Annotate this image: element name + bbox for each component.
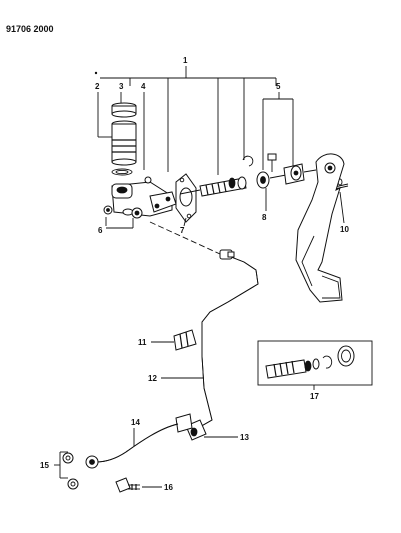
callout-15: 15 [40,461,49,470]
master-cylinder-body [111,176,177,217]
callout-14: 14 [131,418,140,427]
piston-assembly [179,176,247,197]
reservoir-seal-ring [111,168,133,176]
callout-8: 8 [262,213,267,222]
hose-bracket-clip [175,413,207,441]
banjo-bolt [115,477,140,493]
reservoir-body [111,120,137,166]
repair-kit-box [257,340,373,386]
pipe-clip [173,329,197,351]
gasket [175,173,197,223]
callout-15-bracket [54,451,68,479]
connection-dashed-line [149,221,221,255]
diagram-id: 91706 2000 [6,24,54,34]
callout-1: 1 [183,56,188,65]
leader-10 [339,191,345,224]
clutch-hose [85,423,179,469]
bleeder-screw [103,205,113,215]
reservoir-cap [111,102,137,118]
clevis-pin [267,153,277,172]
stray-mark [94,71,98,75]
callout-6-leader [105,217,134,229]
callout-5-bracket [262,92,294,170]
callout-7: 7 [180,226,185,235]
washer-lower [67,478,79,490]
hose-connector [131,207,143,219]
clutch-pipe [197,249,259,429]
push-rod [269,163,317,185]
callout-16: 16 [164,483,173,492]
callout-4: 4 [141,82,146,91]
callout-3: 3 [119,82,124,91]
callout-12: 12 [148,374,157,383]
callout-11: 11 [138,338,147,347]
snap-ring [242,155,254,167]
washer-upper [62,452,74,464]
callout-10: 10 [340,225,349,234]
callout-17: 17 [310,392,319,401]
callout-2: 2 [95,82,100,91]
leader-7 [183,217,187,227]
clutch-pedal [295,153,345,303]
callout-5: 5 [276,82,281,91]
callout-13: 13 [240,433,249,442]
callout-6: 6 [98,226,103,235]
callout-1-bracket [100,66,277,175]
boot [256,171,270,189]
